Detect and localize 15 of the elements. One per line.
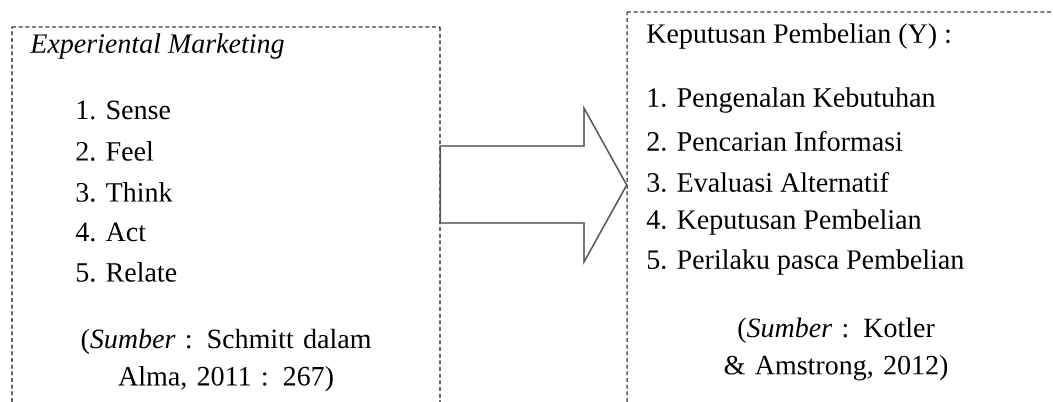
list-item: 2. Feel (76, 141, 154, 161)
list-item: 5. Perilaku pasca Pembelian (647, 249, 964, 275)
heading: Experiental Marketing (29, 33, 284, 59)
list-item: 3. Evaluasi Alternatif (647, 171, 889, 193)
source-note: (Sumber : Kotler & Amstrong, 2012) (724, 317, 948, 381)
block-arrow (439, 104, 628, 266)
list-item: 2. Pencarian Informasi (647, 130, 903, 152)
list-item: 3. Think (76, 182, 173, 202)
list-item: 1. Sense (77, 100, 170, 120)
list-item: 4. Keputusan Pembelian (646, 209, 922, 235)
list-item: 4. Act (75, 222, 146, 242)
list-item: 5. Relate (76, 262, 177, 282)
heading: Keputusan Pembelian (Y) : (647, 23, 950, 49)
list-item: 1. Pengenalan Kebutuhan (648, 87, 936, 113)
source-note: (Sumber : Schmitt dalam Alma, 2011 : 267) (81, 328, 372, 392)
